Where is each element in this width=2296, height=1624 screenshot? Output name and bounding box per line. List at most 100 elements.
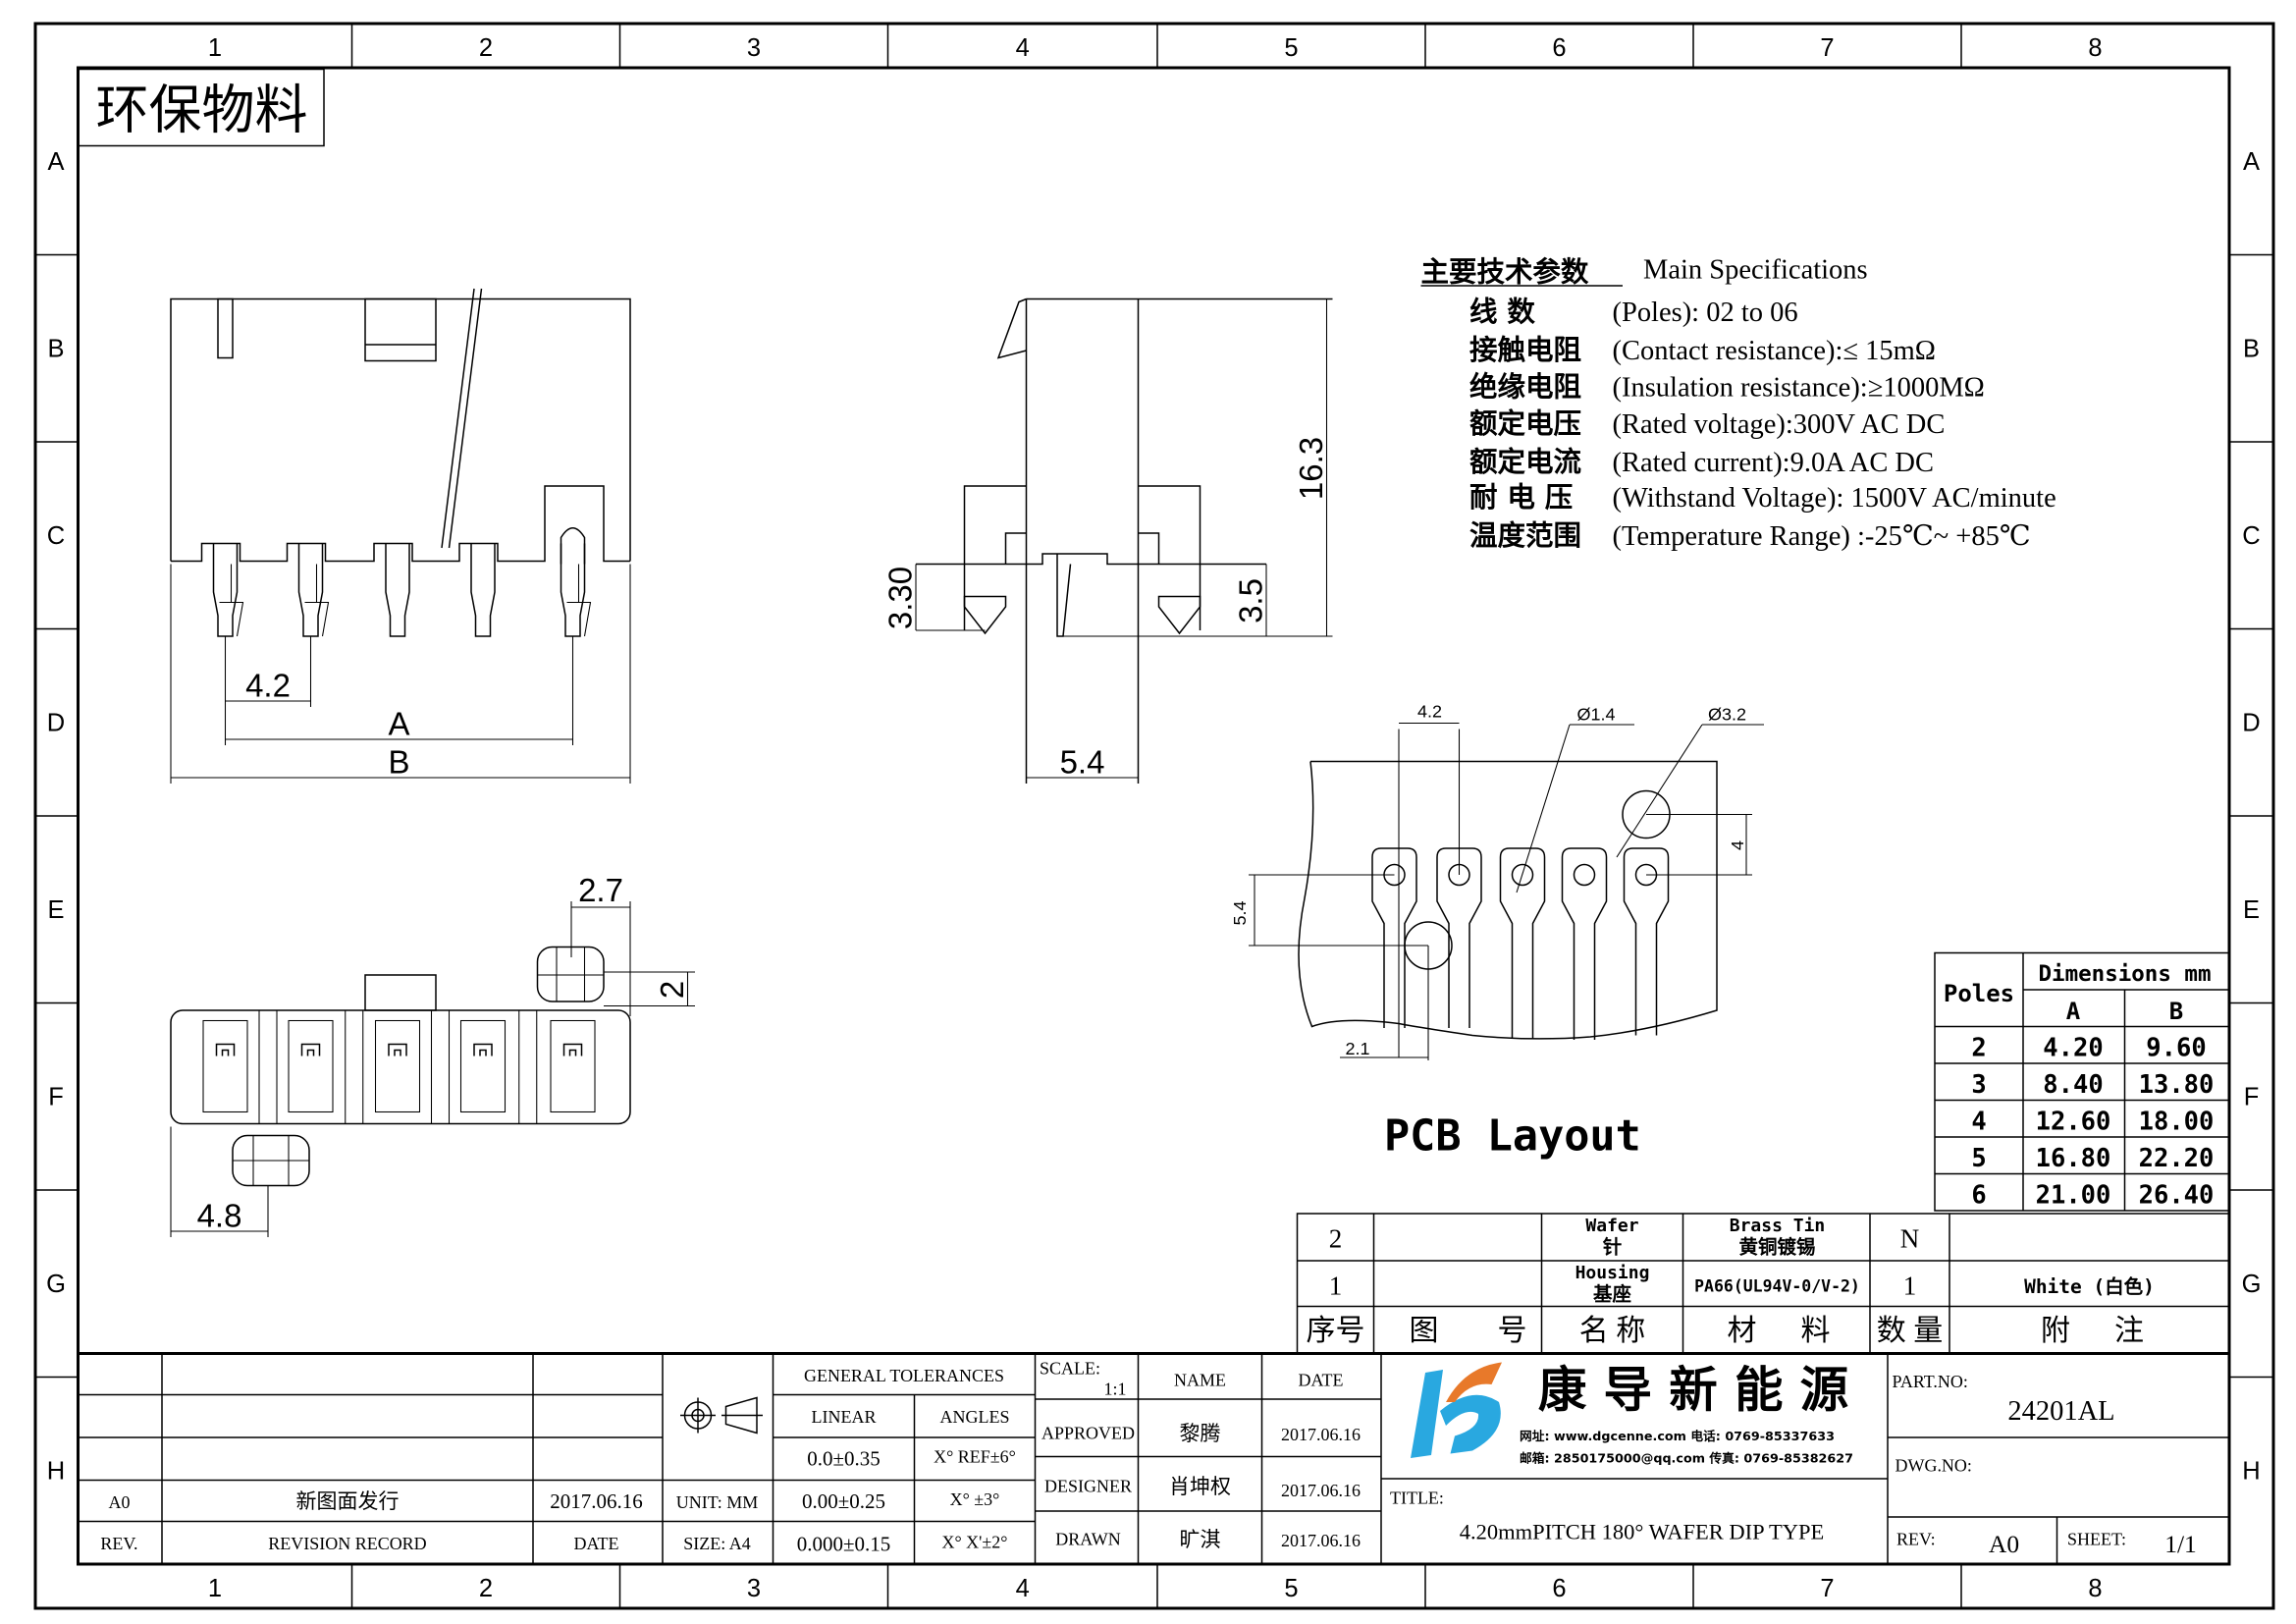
cavity-key [388, 1043, 407, 1056]
pcb-offset-4-label: 4 [1728, 840, 1747, 850]
pin [297, 543, 324, 637]
grid-row-label-left: F [48, 1084, 64, 1111]
bottom-view: 2.7 2 4.8 [170, 872, 696, 1237]
tolerances-title: GENERAL TOLERANCES [804, 1366, 1004, 1385]
grid-row-label-left: C [47, 522, 65, 550]
approved-label: APPROVED [1041, 1423, 1135, 1442]
cavity [288, 1019, 334, 1113]
pcb-layout-title: PCB Layout [1384, 1111, 1641, 1161]
grid-column-label-top: 8 [2088, 34, 2102, 62]
approved-name: 黎腾 [1180, 1422, 1221, 1445]
grid-column-label-bottom: 5 [1284, 1575, 1298, 1602]
revision-record: 新图面发行 [296, 1489, 400, 1513]
poles-cell: 5 [1971, 1144, 1986, 1173]
company-contact-2: 邮箱: 2850175000@qq.com 传真: 0769-85382627 [1520, 1450, 1853, 1466]
date-header: DATE [1299, 1370, 1344, 1389]
stamp-text: 环保物料 [96, 79, 308, 140]
dim-latch-width-label: 2.7 [578, 872, 623, 908]
grid-column-label-top: 1 [208, 34, 222, 62]
linear-tol-2: 0.00±0.25 [802, 1489, 885, 1513]
part-name-cn: 基座 [1592, 1282, 1631, 1305]
header-material-a: 材 [1728, 1315, 1757, 1347]
sheet-value: 1/1 [2164, 1530, 2197, 1558]
header-drawing-b: 号 [1498, 1315, 1527, 1347]
poles-cell: 4 [1971, 1107, 1986, 1136]
grid-column-label-bottom: 4 [1016, 1575, 1030, 1602]
spec-label-cn: 耐 电 压 [1469, 481, 1573, 514]
linear-tol-3: 0.000±0.15 [797, 1532, 890, 1555]
eco-material-stamp: 环保物料 [77, 68, 325, 147]
dim-height-label: 16.3 [1293, 437, 1329, 500]
spec-value-en: (Rated current):9.0A AC DC [1613, 448, 1935, 478]
dim-b-label: B [388, 743, 409, 780]
side-view: 16.3 3.30 3.5 5.4 [882, 298, 1333, 784]
header-note-b: 注 [2114, 1315, 2144, 1347]
rev-label: REV. [100, 1534, 137, 1553]
grid-column-label-top: 7 [1820, 34, 1834, 62]
revision-date-label: DATE [574, 1534, 619, 1553]
dim-latch-height-label: 2 [654, 981, 690, 999]
part-qty-cell: 1 [1903, 1271, 1917, 1300]
grid-row-label-right: B [2243, 336, 2260, 363]
spec-value-en: (Insulation resistance):≥1000MΩ [1613, 372, 1985, 403]
drawn-label: DRAWN [1055, 1529, 1121, 1548]
pcb-pad [1561, 847, 1608, 1040]
header-note-a: 附 [2041, 1315, 2070, 1347]
drawn-name: 旷淇 [1180, 1528, 1221, 1551]
specs-title-cn: 主要技术参数 [1421, 255, 1589, 288]
approved-date: 2017.06.16 [1281, 1425, 1361, 1444]
dim-b-cell: 22.20 [2139, 1144, 2215, 1173]
part-name-cn: 针 [1603, 1235, 1622, 1258]
part-qty-cell: N [1900, 1223, 1919, 1253]
pin-barb [304, 564, 330, 637]
spec-label-cn: 线 数 [1469, 296, 1535, 328]
dim-b-cell: 9.60 [2146, 1033, 2206, 1062]
cavity [374, 1019, 421, 1113]
grid-row-label-left: E [48, 896, 65, 924]
main-specifications: 主要技术参数 Main Specifications 线 数 (Poles): 0… [1421, 254, 2056, 551]
dim-b-cell: 13.80 [2139, 1070, 2215, 1100]
grid-column-label-bottom: 2 [479, 1575, 493, 1602]
pin [385, 543, 410, 637]
grid-row-label-left: H [47, 1458, 65, 1486]
poles-header: Poles [1944, 980, 2014, 1007]
scale-value: 1:1 [1104, 1379, 1127, 1398]
spec-value-en: (Temperature Range) :-25℃~ +85℃ [1613, 521, 2031, 552]
spec-label-cn: 额定电压 [1469, 407, 1581, 440]
pcb-pad [1623, 847, 1670, 1036]
cavity-key [300, 1043, 321, 1056]
spec-label-cn: 接触电阻 [1469, 334, 1581, 366]
spec-value-en: (Poles): 02 to 06 [1613, 298, 1798, 328]
pcb-hole [1573, 863, 1596, 887]
dim-a-cell: 21.00 [2036, 1180, 2111, 1210]
dim-pitch-label: 4.2 [245, 667, 291, 703]
rev-field: A0 [1989, 1530, 2019, 1558]
specs-title-en: Main Specifications [1643, 254, 1868, 285]
spec-value-en: (Contact resistance):≤ 15mΩ [1613, 336, 1936, 366]
part-material-en: PA66(UL94V-0/V-2) [1694, 1276, 1860, 1295]
name-header: NAME [1174, 1370, 1226, 1389]
part-material-cn: 黄铜镀锡 [1739, 1235, 1816, 1258]
pin [560, 543, 586, 637]
pin-barb [566, 564, 592, 637]
linear-label: LINEAR [812, 1407, 877, 1427]
dim-width-label: 5.4 [1060, 743, 1105, 780]
grid-column-label-top: 5 [1284, 34, 1298, 62]
linear-tol-1: 0.0±0.35 [807, 1446, 880, 1470]
dim-a-cell: 12.60 [2036, 1107, 2111, 1136]
revision-date: 2017.06.16 [550, 1489, 642, 1513]
pcb-hole [1511, 863, 1534, 887]
company-logo [1411, 1362, 1503, 1458]
dwg-no-label: DWG.NO: [1896, 1455, 1972, 1475]
spec-value-en: (Rated voltage):300V AC DC [1613, 409, 1946, 440]
pcb-layout: 4.2 Ø1.4 Ø3.2 4 5.4 2.1 PCB Layout [1230, 701, 1765, 1161]
pcb-pitch-label: 4.2 [1417, 701, 1442, 721]
grid-row-label-left: B [48, 336, 65, 363]
pcb-offset-21-label: 2.1 [1345, 1039, 1369, 1058]
dim-a-cell: 4.20 [2043, 1033, 2103, 1062]
cavity [459, 1019, 507, 1113]
grid-column-label-bottom: 8 [2088, 1575, 2102, 1602]
